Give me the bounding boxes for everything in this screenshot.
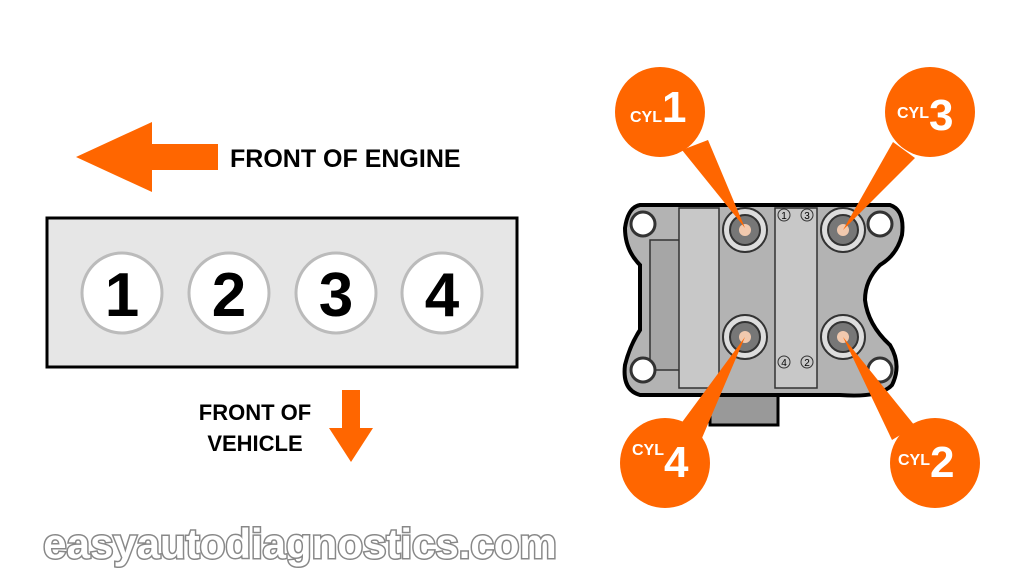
callout-cyl2: CYL2 bbox=[890, 418, 980, 508]
svg-text:2: 2 bbox=[212, 261, 246, 330]
cylinder-4: 4 bbox=[400, 251, 484, 335]
cylinder-1: 1 bbox=[80, 251, 164, 335]
cylinder-3: 3 bbox=[294, 251, 378, 335]
callout-cyl1: CYL1 bbox=[615, 67, 705, 157]
svg-text:4: 4 bbox=[425, 261, 460, 330]
watermark: easyautodiagnostics.com bbox=[43, 520, 557, 567]
coil-tower-1 bbox=[722, 207, 768, 253]
cylinder-2: 2 bbox=[187, 251, 271, 335]
svg-text:CYL2: CYL2 bbox=[898, 438, 954, 487]
tower-number-3: 3 bbox=[804, 211, 810, 222]
cyl1-pointer bbox=[682, 140, 745, 228]
front-of-vehicle-label-2: VEHICLE bbox=[207, 431, 302, 456]
svg-text:CYL3: CYL3 bbox=[897, 91, 953, 140]
front-of-engine-label: FRONT OF ENGINE bbox=[230, 145, 461, 173]
cyl2-pointer bbox=[843, 337, 915, 440]
cyl4-pointer bbox=[680, 337, 745, 438]
front-of-vehicle-label-1: FRONT OF bbox=[199, 400, 311, 425]
coil-pack: 1 3 4 2 bbox=[622, 203, 905, 427]
svg-text:3: 3 bbox=[319, 261, 353, 330]
tower-number-1: 1 bbox=[781, 211, 787, 222]
cyl3-pointer bbox=[843, 142, 915, 230]
front-of-vehicle-arrow bbox=[329, 390, 373, 462]
front-of-engine-arrow bbox=[76, 122, 218, 192]
callout-cyl4: CYL4 bbox=[620, 418, 710, 508]
tower-number-2: 2 bbox=[804, 358, 810, 369]
svg-text:CYL1: CYL1 bbox=[630, 83, 686, 132]
svg-text:1: 1 bbox=[105, 261, 139, 330]
callout-cyl3: CYL3 bbox=[885, 67, 975, 157]
svg-text:CYL4: CYL4 bbox=[632, 438, 689, 487]
tower-number-4: 4 bbox=[781, 358, 787, 369]
